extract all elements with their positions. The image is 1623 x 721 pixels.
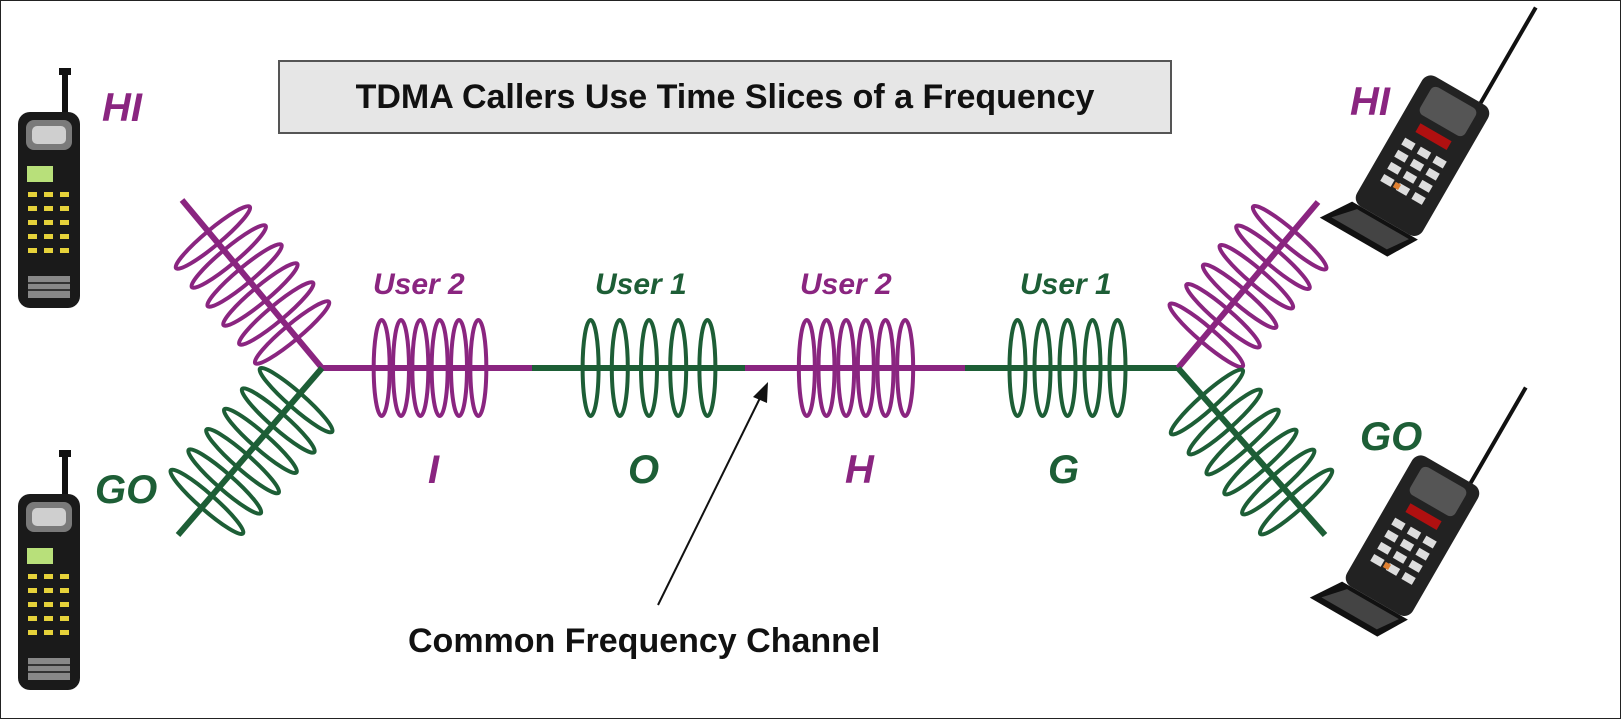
- channel-pointer-arrow: [657, 382, 768, 606]
- signal-waves: [168, 198, 1335, 537]
- channel-wave-loop: [371, 318, 392, 418]
- channel-wave-loop: [391, 318, 411, 418]
- channel-wave-loop: [639, 318, 659, 418]
- right-bottom-wave-loop: [1222, 427, 1299, 497]
- channel-wave-loop: [668, 318, 689, 418]
- channel-wave-loop: [1007, 318, 1028, 418]
- channel-wave-loop: [429, 318, 450, 418]
- candybar-phone-icon: [18, 450, 80, 690]
- right-top-wave-loop: [1234, 223, 1312, 292]
- right-top-wave-loop: [1217, 242, 1296, 311]
- channel-wave-loop: [449, 318, 469, 418]
- right-bottom-message: GO: [1360, 415, 1423, 459]
- left-top-message: HI: [102, 86, 142, 130]
- right-top-message: HI: [1350, 80, 1390, 124]
- left-bottom-wave-loop: [257, 365, 335, 435]
- channel-caption: Common Frequency Channel: [408, 622, 881, 660]
- channel-wave-loop: [796, 318, 817, 418]
- right-top-wave-loop: [1167, 301, 1246, 370]
- left-bottom-wave-loop: [186, 447, 264, 516]
- channel-wave-loop: [468, 318, 489, 418]
- slot-user-label: User 2: [373, 268, 465, 301]
- channel-wave-loop: [609, 318, 630, 418]
- left-top-wave-loop: [205, 242, 284, 309]
- flip-phone-icon: [1319, 6, 1538, 257]
- channel-wave-loop: [855, 318, 876, 418]
- left-bottom-wave-loop: [221, 406, 299, 476]
- channel-wave-loop: [1032, 318, 1053, 418]
- channel-wave-loop: [410, 318, 431, 418]
- channel-wave-loop: [875, 318, 896, 418]
- channel-wave-loop: [1082, 318, 1103, 418]
- left-top-wave-loop: [189, 223, 268, 290]
- left-top-wave-loop: [237, 280, 316, 347]
- right-bottom-wave-loop: [1204, 407, 1281, 477]
- left-bottom-message: GO: [95, 468, 158, 512]
- candybar-phone-icon: [18, 68, 80, 308]
- slot-user-label: User 1: [1020, 268, 1112, 301]
- channel-wave-loop: [836, 318, 857, 418]
- right-top-wave-loop: [1250, 203, 1329, 272]
- channel-wave-loop: [816, 318, 837, 418]
- right-top-wave-loop: [1200, 262, 1279, 331]
- slot-user-label: User 1: [595, 268, 687, 301]
- right-bottom-wave-loop: [1257, 467, 1335, 537]
- slot-letter: G: [1048, 448, 1080, 492]
- slot-letter: O: [628, 448, 660, 492]
- channel-wave-loop: [1107, 318, 1128, 418]
- channel-wave-loop: [895, 318, 916, 418]
- diagram-title: TDMA Callers Use Time Slices of a Freque…: [278, 60, 1172, 134]
- right-top-wave-loop: [1184, 281, 1262, 350]
- left-bottom-wave-loop: [239, 386, 317, 455]
- channel-wave-loop: [697, 318, 718, 418]
- left-top-wave-loop: [221, 261, 300, 328]
- slot-letter: H: [845, 448, 874, 492]
- slot-letter: I: [428, 448, 440, 492]
- right-bottom-wave-loop: [1168, 367, 1246, 437]
- left-top-wave-loop: [252, 299, 332, 366]
- left-bottom-wave-loop: [168, 467, 246, 537]
- flip-phone-icon: [1309, 386, 1528, 637]
- left-bottom-wave-loop: [204, 426, 282, 496]
- right-bottom-wave-loop: [1186, 387, 1263, 457]
- channel-wave-loop: [1057, 318, 1078, 418]
- channel-wave-loop: [580, 318, 601, 418]
- left-top-wave-loop: [173, 204, 253, 271]
- right-bottom-wave-loop: [1240, 447, 1317, 517]
- slot-user-label: User 2: [800, 268, 892, 301]
